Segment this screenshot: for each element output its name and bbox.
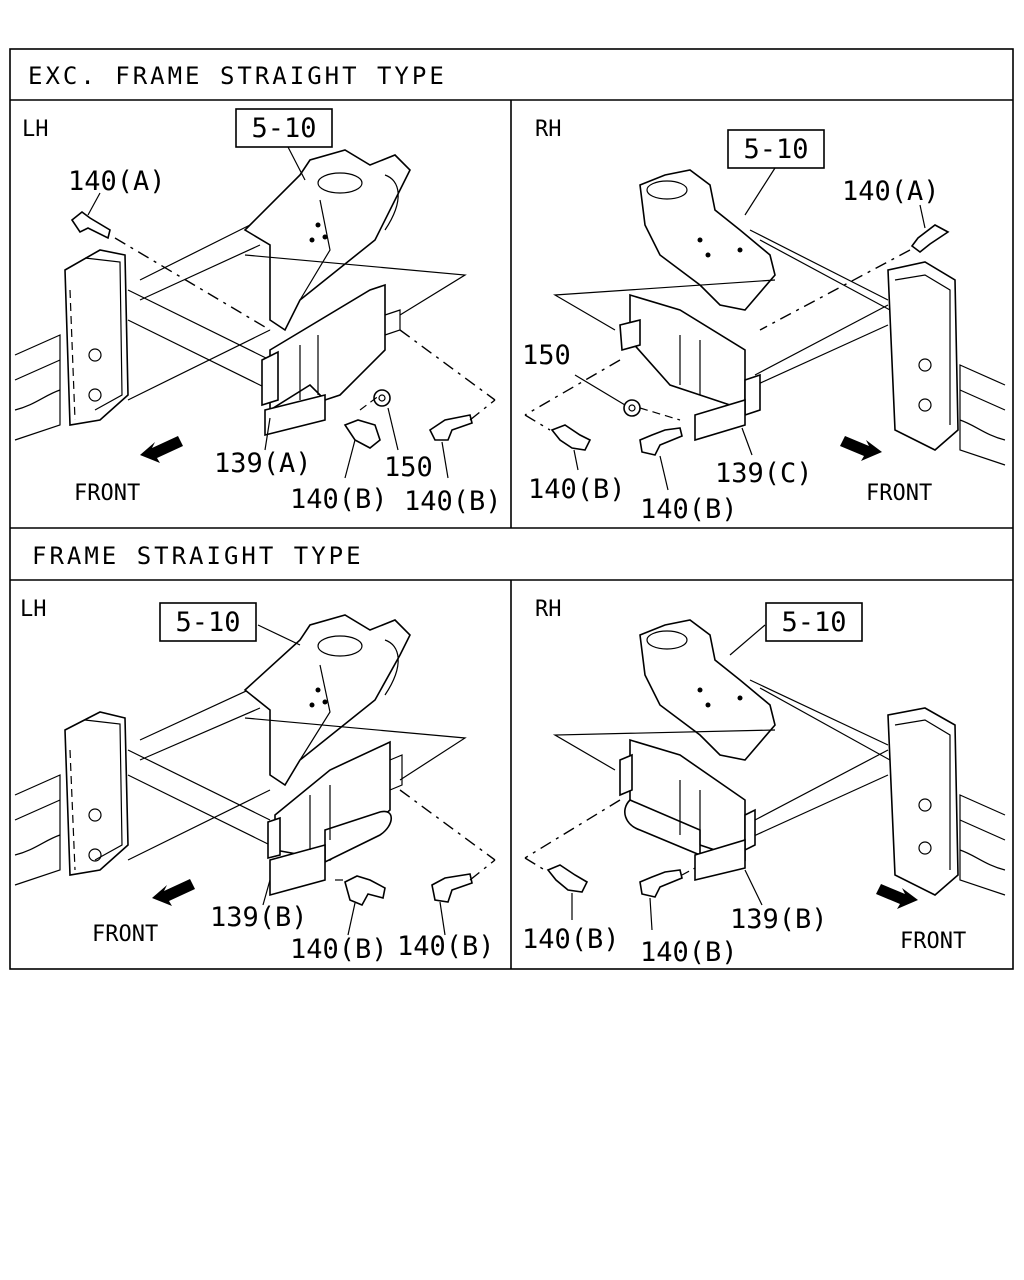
label-140b: 140(B) bbox=[522, 924, 620, 955]
front-arrow-icon bbox=[840, 436, 882, 461]
front-label: FRONT bbox=[92, 922, 158, 947]
fasteners-drawing bbox=[335, 789, 496, 907]
label-150: 150 bbox=[522, 340, 571, 371]
side-label: RH bbox=[535, 117, 562, 142]
bolt-140b-icon bbox=[344, 875, 386, 907]
panel-top-lh: LH bbox=[14, 108, 502, 517]
bracket-139b-drawing bbox=[619, 738, 756, 882]
label-140b: 140(B) bbox=[640, 937, 738, 968]
bolt-140b-icon bbox=[639, 869, 683, 898]
bolt-140b-icon bbox=[431, 873, 473, 903]
front-label: FRONT bbox=[866, 481, 932, 506]
bracket-139b-drawing bbox=[267, 740, 403, 897]
label-139a: 139(A) bbox=[214, 448, 312, 479]
label-150: 150 bbox=[384, 452, 433, 483]
bracket-5-10-drawing bbox=[552, 619, 776, 771]
diagram-frame bbox=[9, 48, 1014, 970]
label-139b: 139(B) bbox=[210, 902, 308, 933]
fasteners-drawing bbox=[524, 799, 696, 898]
ref-box-5-10 bbox=[235, 108, 333, 148]
bolt-140a-icon bbox=[70, 210, 111, 240]
bracket-5-10-drawing bbox=[243, 149, 467, 332]
panel-top-rh: RH bbox=[522, 117, 1006, 525]
front-arrow-icon bbox=[140, 436, 183, 463]
ref-box-5-10 bbox=[765, 602, 863, 642]
front-arrow-icon bbox=[152, 879, 195, 906]
label-140b: 140(B) bbox=[640, 494, 738, 525]
bolt-140b-icon bbox=[343, 419, 381, 449]
fasteners-drawing bbox=[524, 224, 950, 456]
ref-box-label: 5-10 bbox=[781, 607, 846, 638]
label-139c: 139(C) bbox=[715, 458, 813, 489]
bolt-140b-icon bbox=[550, 424, 592, 451]
ref-box-label: 5-10 bbox=[175, 607, 240, 638]
front-label: FRONT bbox=[74, 481, 140, 506]
nut-150-icon bbox=[623, 399, 641, 417]
bracket-139a-drawing bbox=[261, 283, 401, 437]
ref-box-5-10 bbox=[159, 602, 257, 642]
bolt-140a-icon bbox=[910, 224, 950, 254]
label-140b: 140(B) bbox=[404, 486, 502, 517]
ref-box-5-10 bbox=[727, 129, 825, 169]
side-label: LH bbox=[22, 117, 49, 142]
label-140b: 140(B) bbox=[290, 484, 388, 515]
ref-box-label: 5-10 bbox=[743, 134, 808, 165]
front-arrow-icon bbox=[876, 884, 918, 909]
leader-lines bbox=[87, 146, 449, 479]
side-label: RH bbox=[535, 597, 562, 622]
leader-lines bbox=[257, 624, 446, 936]
section-title-exc-frame-straight: EXC. FRAME STRAIGHT TYPE bbox=[28, 62, 447, 90]
panel-bot-lh: LH bbox=[14, 597, 496, 965]
section-title-frame-straight: FRAME STRAIGHT TYPE bbox=[32, 542, 364, 570]
bracket-5-10-drawing bbox=[553, 169, 776, 331]
frame-rail-drawing bbox=[14, 679, 271, 886]
nut-150-icon bbox=[373, 389, 391, 407]
leader-lines bbox=[571, 624, 766, 931]
label-140a: 140(A) bbox=[842, 176, 940, 207]
label-140b: 140(B) bbox=[290, 934, 388, 965]
label-140a: 140(A) bbox=[68, 166, 166, 197]
ref-box-label: 5-10 bbox=[251, 113, 316, 144]
side-label: LH bbox=[20, 597, 47, 622]
bolt-140b-icon bbox=[546, 864, 589, 893]
front-label: FRONT bbox=[900, 929, 966, 954]
fasteners-drawing bbox=[70, 210, 496, 449]
label-140b: 140(B) bbox=[528, 474, 626, 505]
panel-bot-rh: RH bbox=[522, 597, 1006, 968]
leader-lines bbox=[573, 167, 926, 491]
frame-rail-drawing bbox=[744, 679, 1006, 896]
bracket-139c-drawing bbox=[619, 293, 761, 442]
bolt-140b-icon bbox=[428, 414, 473, 441]
frame-rail-drawing bbox=[14, 214, 271, 441]
bolt-140b-icon bbox=[639, 427, 683, 456]
label-139b: 139(B) bbox=[730, 904, 828, 935]
bracket-5-10-drawing bbox=[243, 614, 467, 787]
label-140b: 140(B) bbox=[397, 931, 495, 962]
frame-rail-drawing bbox=[744, 229, 1006, 466]
